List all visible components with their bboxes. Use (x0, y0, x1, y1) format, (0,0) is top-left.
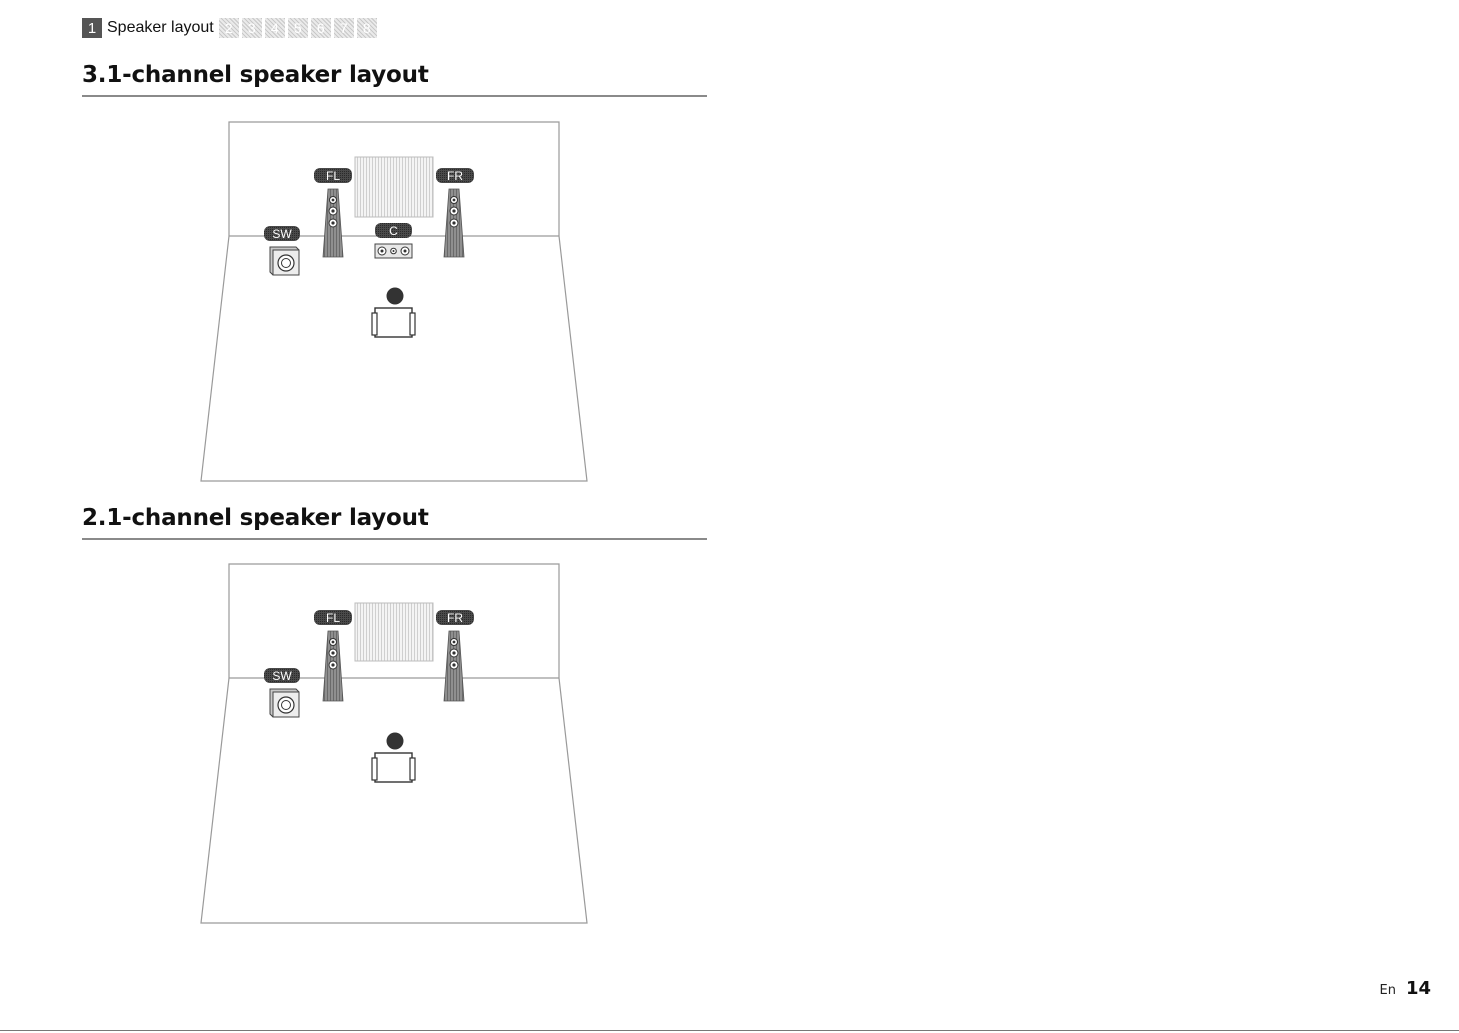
svg-text:SW: SW (272, 227, 292, 241)
speaker-label-sw: SW (264, 668, 300, 683)
step-1-indicator[interactable]: 1 (82, 18, 102, 38)
svg-text:FL: FL (326, 169, 340, 183)
speaker-label-fr: FR (436, 168, 474, 183)
svg-text:C: C (389, 224, 398, 238)
step-7-indicator[interactable]: 7 (334, 18, 354, 38)
speaker-layout-diagram-3-1: FL FR C (198, 119, 590, 483)
svg-text:FL: FL (326, 611, 340, 625)
language-indicator: En (1379, 983, 1395, 998)
page-number: 14 (1406, 978, 1431, 999)
speaker-label-sw: SW (264, 226, 300, 241)
front-right-speaker (444, 631, 464, 701)
step-8-indicator[interactable]: 8 (357, 18, 377, 38)
section-title-2-1: 2.1-channel speaker layout (82, 505, 429, 531)
bottom-border (0, 1030, 1459, 1031)
speaker-label-fl: FL (314, 610, 352, 625)
svg-text:FR: FR (447, 611, 463, 625)
section-divider (82, 538, 707, 540)
step-5-indicator[interactable]: 5 (288, 18, 308, 38)
speaker-label-fl: FL (314, 168, 352, 183)
speaker-label-fr: FR (436, 610, 474, 625)
listener-icon (372, 733, 415, 783)
speaker-layout-diagram-2-1: FL FR SW (198, 561, 590, 925)
step-4-indicator[interactable]: 4 (265, 18, 285, 38)
step-3-indicator[interactable]: 3 (242, 18, 262, 38)
center-speaker (375, 244, 412, 258)
section-title-3-1: 3.1-channel speaker layout (82, 62, 429, 88)
svg-text:SW: SW (272, 669, 292, 683)
front-right-speaker (444, 189, 464, 257)
step-2-indicator[interactable]: 2 (219, 18, 239, 38)
page-footer: En 14 (1379, 978, 1431, 999)
listener-icon (372, 288, 415, 338)
svg-text:FR: FR (447, 169, 463, 183)
speaker-label-c: C (375, 223, 412, 238)
subwoofer (270, 689, 299, 717)
step-6-indicator[interactable]: 6 (311, 18, 331, 38)
step-navigation: 1 Speaker layout 2 3 4 5 6 7 8 (82, 17, 380, 39)
front-left-speaker (323, 631, 343, 701)
tv-screen (355, 603, 433, 661)
front-left-speaker (323, 189, 343, 257)
subwoofer (270, 247, 299, 275)
section-divider (82, 95, 707, 97)
tv-screen (355, 157, 433, 217)
step-1-label[interactable]: Speaker layout (107, 19, 214, 37)
